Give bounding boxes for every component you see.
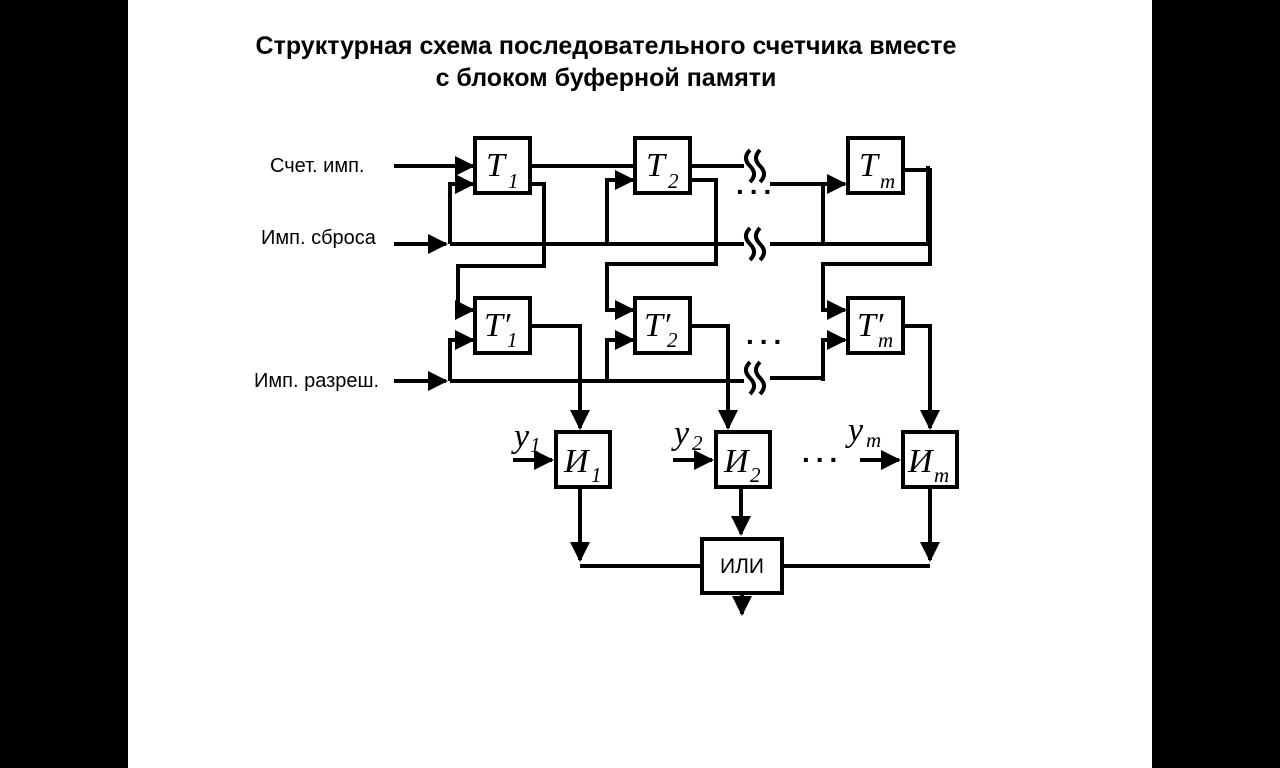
gate-and-1: y 1 И 1 xyxy=(511,418,612,489)
block-t1-prime: T′ 1 xyxy=(473,296,532,355)
block-t1-prime-label: T′ xyxy=(484,307,511,344)
wire-reset-t1 xyxy=(448,174,475,244)
block-t2-prime-frame xyxy=(633,296,692,355)
gate-and-1-index: 1 xyxy=(591,463,602,487)
gate-or-label: ИЛИ xyxy=(720,555,764,578)
wire-reset-t2 xyxy=(605,170,635,244)
block-t2-label: T xyxy=(646,147,667,184)
block-tm-prime-index: m xyxy=(878,328,893,352)
block-tm-prime-frame xyxy=(846,296,905,355)
gate-and-2: y 2 И 2 xyxy=(671,415,772,489)
wire-enable-t2p xyxy=(605,330,635,381)
break-symbol-1a xyxy=(744,148,756,184)
break-symbol-2b xyxy=(754,226,766,262)
wire-reset-tm xyxy=(821,174,847,244)
block-tm-frame xyxy=(846,136,905,195)
block-t1-index: 1 xyxy=(508,169,519,193)
y2-label: y xyxy=(671,415,690,452)
gate-and-1-frame xyxy=(554,430,612,489)
wire-tm-to-tmp xyxy=(821,168,932,320)
input-label-count: Счет. имп. xyxy=(270,155,364,177)
gate-and-m-index: m xyxy=(934,463,949,487)
wire-enable-tmp xyxy=(821,330,847,381)
gate-and-2-index: 2 xyxy=(750,463,761,487)
gate-and-m: y m И m xyxy=(845,412,959,489)
title-line-1: Структурная схема последовательного счет… xyxy=(255,32,957,60)
page-title: Структурная схема последовательного счет… xyxy=(128,30,1084,94)
gate-and-2-frame xyxy=(714,430,772,489)
gate-and-m-frame xyxy=(901,430,959,489)
wire-t2-to-t2p xyxy=(605,178,718,320)
block-t2: T 2 xyxy=(633,136,692,195)
block-tm-prime: T′ m xyxy=(846,296,905,355)
ellipsis-buffer-row: ... xyxy=(746,319,787,350)
wire-t1p-and1 xyxy=(531,324,590,430)
block-tm: T m xyxy=(846,136,905,195)
gate-and-m-label: И xyxy=(907,443,935,480)
gate-and-1-label: И xyxy=(563,443,591,480)
title-line-2: с блоком буферной памяти xyxy=(435,64,777,92)
input-label-enable: Имп. разреш. xyxy=(254,370,379,392)
block-t2-prime-label: T′ xyxy=(644,307,671,344)
gate-and-2-label: И xyxy=(723,443,751,480)
counter-buffer-diagram: Счет. имп. Имп. сброса Имп. разреш. xyxy=(254,136,959,616)
slide: Структурная схема последовательного счет… xyxy=(128,0,1152,768)
y2-index: 2 xyxy=(692,431,703,455)
wire-t1-to-t1p xyxy=(455,182,546,320)
block-tm-prime-label: T′ xyxy=(857,307,884,344)
block-t2-index: 2 xyxy=(668,169,679,193)
block-t2-prime: T′ 2 xyxy=(633,296,692,355)
wires xyxy=(394,156,940,616)
gate-or-frame xyxy=(700,537,784,595)
block-t2-prime-index: 2 xyxy=(667,328,678,352)
ellipsis-and-row: ... xyxy=(802,437,843,468)
ym-index: m xyxy=(866,428,881,452)
y1-label: y xyxy=(511,418,530,455)
line-break-symbols xyxy=(744,148,766,396)
block-t2-frame xyxy=(633,136,692,195)
block-t1: T 1 xyxy=(473,136,532,195)
ellipsis-counter-row: ... xyxy=(736,169,777,200)
wire-t2p-and2 xyxy=(691,324,738,430)
break-symbol-1b xyxy=(754,148,766,184)
break-symbol-2a xyxy=(744,226,756,262)
input-label-reset: Имп. сброса xyxy=(261,227,377,249)
ym-label: y xyxy=(845,412,864,449)
block-t1-frame xyxy=(473,136,532,195)
block-tm-index: m xyxy=(880,169,895,193)
break-symbol-3a xyxy=(744,360,756,396)
block-t1-label: T xyxy=(486,147,507,184)
wire-enable-t1p xyxy=(448,330,475,381)
block-t1-prime-index: 1 xyxy=(507,328,518,352)
gate-or: ИЛИ xyxy=(700,537,784,595)
y1-index: 1 xyxy=(530,433,541,457)
block-t1-prime-frame xyxy=(473,296,532,355)
block-tm-label: T xyxy=(859,147,880,184)
wire-tmp-andm xyxy=(903,324,940,430)
break-symbol-3b xyxy=(754,360,766,396)
